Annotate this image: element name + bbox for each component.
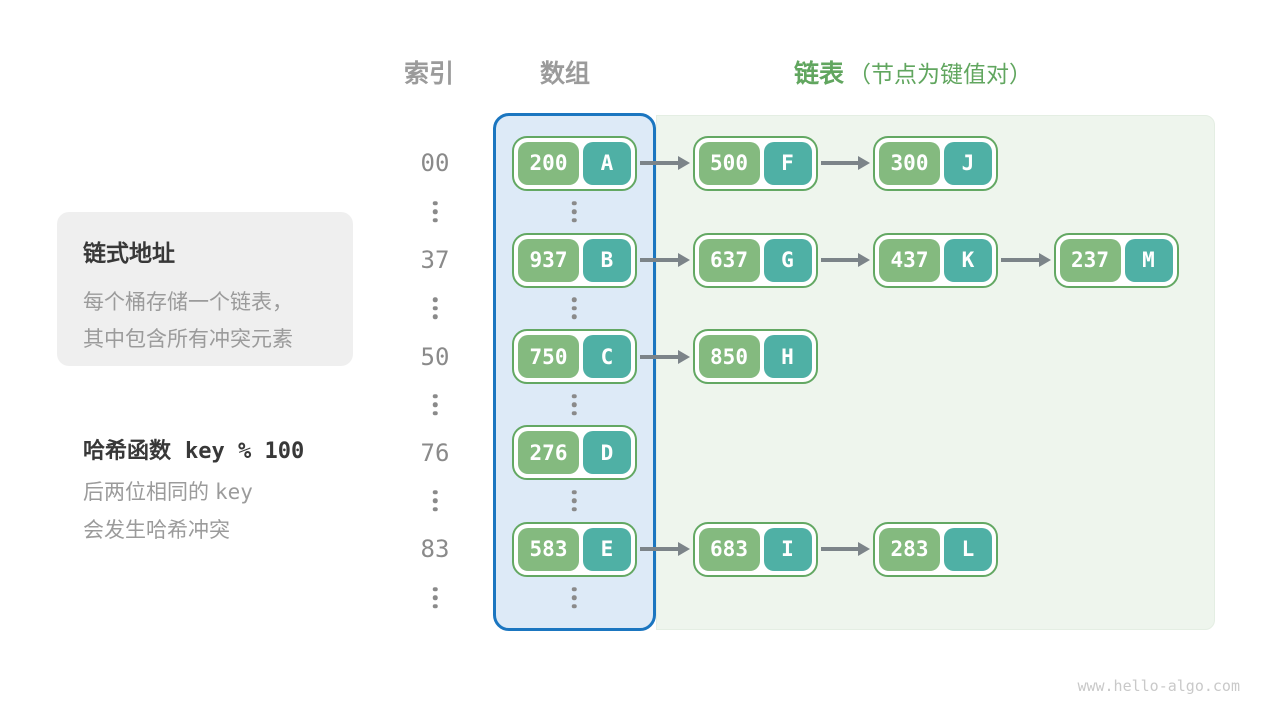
node-value: F: [763, 141, 812, 185]
next-pointer-arrow-icon: [820, 161, 858, 165]
chaining-note-line1: 每个桶存储一个链表，: [83, 291, 293, 314]
column-header-list-note: （节点为键值对）: [848, 61, 1033, 87]
column-header-list-label: 链表: [794, 60, 845, 88]
chaining-note-title: 链式地址: [83, 240, 175, 266]
node-value: L: [944, 527, 992, 571]
array-ellipsis-dots: [571, 489, 577, 512]
node-value: I: [763, 527, 812, 571]
node-value: J: [944, 141, 992, 185]
array-ellipsis-dots: [571, 297, 577, 319]
hash-note-line2: 会发生哈希冲突: [83, 519, 230, 542]
node-value: G: [763, 238, 812, 282]
index-ellipsis-dots: [432, 586, 438, 609]
next-pointer-arrow-icon: [640, 258, 678, 262]
bucket-index-label: 50: [420, 342, 450, 371]
array-ellipsis-dots: [571, 393, 577, 416]
array-ellipsis-dots: [571, 200, 577, 223]
next-pointer-arrow-icon: [1001, 258, 1039, 262]
node-key: 500: [698, 141, 760, 185]
next-pointer-arrow-icon: [820, 547, 858, 551]
node-key: 237: [1059, 238, 1121, 282]
bucket-index-label: 76: [420, 438, 450, 467]
next-pointer-arrow-icon: [640, 161, 678, 165]
bucket-index-label: 00: [420, 149, 450, 177]
node-value: D: [583, 431, 631, 474]
node-key: 200: [518, 141, 579, 185]
bucket-index-label: 83: [420, 535, 450, 563]
column-header-array: 数组: [540, 60, 591, 88]
node-key: 937: [518, 238, 579, 282]
node-key: 283: [879, 527, 940, 571]
next-pointer-arrow-icon: [640, 547, 678, 551]
node-value: A: [583, 141, 631, 185]
next-pointer-arrow-icon: [820, 258, 858, 262]
node-key: 300: [879, 141, 940, 185]
hash-function-code: key % 100: [185, 439, 305, 464]
watermark: www.hello-algo.com: [1077, 677, 1240, 695]
column-header-index: 索引: [404, 60, 455, 88]
node-value: B: [583, 238, 631, 282]
node-key: 583: [518, 527, 579, 571]
hash-function-title: 哈希函数 key % 100: [83, 433, 383, 465]
index-ellipsis-dots: [432, 200, 438, 223]
node-key: 750: [518, 335, 579, 378]
node-value: C: [583, 335, 631, 378]
hash-function-label: 哈希函数: [83, 438, 172, 463]
node-key: 276: [518, 431, 579, 474]
index-ellipsis-dots: [432, 489, 438, 512]
bucket-index-label: 37: [420, 246, 450, 274]
chaining-note-box: 链式地址 每个桶存储一个链表， 其中包含所有冲突元素: [57, 212, 353, 366]
index-ellipsis-dots: [432, 393, 438, 416]
node-value: H: [763, 335, 812, 378]
array-ellipsis-dots: [571, 586, 577, 609]
node-value: E: [583, 527, 631, 571]
next-pointer-arrow-icon: [640, 354, 678, 359]
node-value: K: [944, 238, 992, 282]
node-value: M: [1124, 238, 1173, 282]
node-key: 683: [698, 527, 760, 571]
node-key: 437: [879, 238, 940, 282]
column-header-list: 链表（节点为键值对）: [794, 54, 1032, 90]
node-key: 850: [698, 335, 760, 378]
index-ellipsis-dots: [432, 297, 438, 319]
chaining-note-line2: 其中包含所有冲突元素: [83, 328, 293, 351]
node-key: 637: [698, 238, 760, 282]
